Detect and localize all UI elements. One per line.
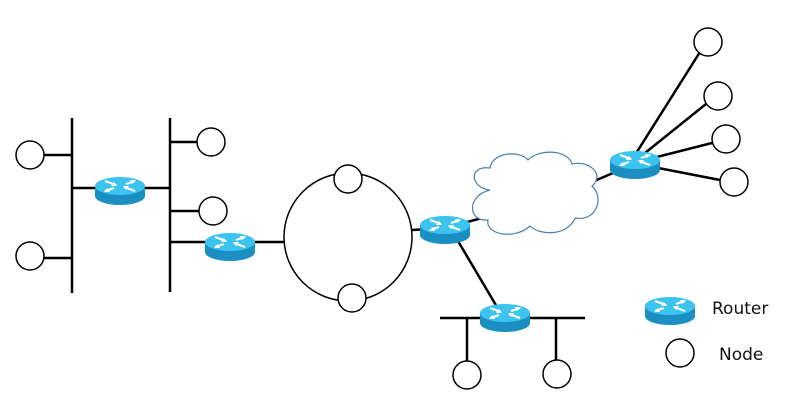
- node: [333, 164, 363, 194]
- node: [337, 283, 367, 313]
- ring-network: [283, 164, 446, 313]
- cloud-icon: [472, 151, 599, 235]
- node: [198, 196, 228, 226]
- left-bus: [15, 118, 170, 293]
- legend-node-label: Node: [719, 345, 763, 365]
- node: [693, 27, 723, 57]
- node: [719, 167, 749, 197]
- node: [711, 124, 741, 154]
- node: [452, 360, 482, 390]
- node: [15, 241, 45, 271]
- node: [703, 81, 733, 111]
- middle-bus: [168, 118, 285, 292]
- legend: Router Node: [643, 295, 768, 368]
- router-icon: [608, 149, 662, 181]
- router-icon: [478, 302, 532, 334]
- node: [542, 359, 572, 389]
- router-icon: [418, 214, 472, 246]
- router-icon: [93, 175, 147, 207]
- router-icon: [203, 231, 257, 263]
- star-network: [633, 27, 749, 197]
- node: [15, 140, 45, 170]
- node-icon: [665, 338, 695, 368]
- legend-router-label: Router: [712, 299, 768, 319]
- router-icon: [643, 295, 697, 327]
- node: [196, 127, 226, 157]
